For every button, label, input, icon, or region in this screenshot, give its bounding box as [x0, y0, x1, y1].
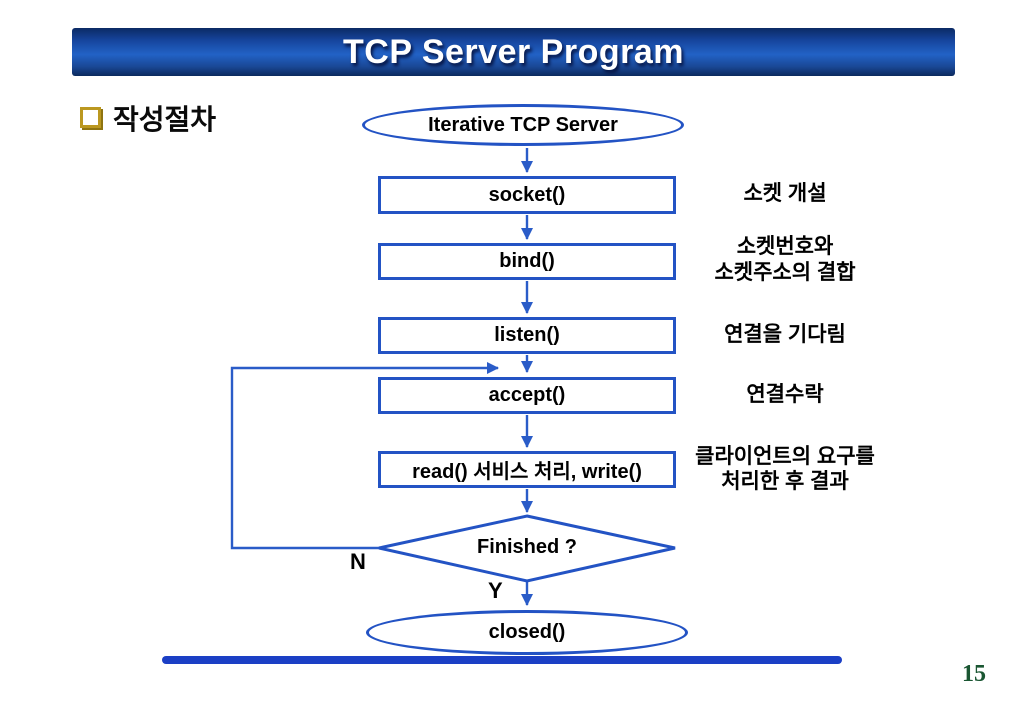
- flow-node-accept-label: accept(): [488, 384, 566, 406]
- decision-label: Finished ?: [477, 536, 577, 558]
- page-number: 15: [962, 661, 986, 687]
- annotation-socket: 소켓 개설: [640, 181, 930, 207]
- flow-node-end-label: closed(): [488, 621, 566, 643]
- flow-node-bind-label: bind(): [499, 250, 555, 272]
- flow-node-socket-label: socket(): [488, 183, 566, 206]
- branch-label-yes: Y: [488, 578, 503, 603]
- annotation-accept: 연결수락: [640, 382, 930, 408]
- checkbox-bullet-icon: [80, 107, 101, 128]
- annotation-bind: 소켓번호와 소켓주소의 결합: [640, 234, 930, 286]
- annotation-listen: 연결을 기다림: [640, 322, 930, 348]
- flow-node-bind: bind(): [378, 243, 676, 280]
- flow-node-start: Iterative TCP Server: [362, 104, 684, 146]
- flow-node-accept: accept(): [378, 377, 676, 414]
- annotation-listen-line1: 연결을 기다림: [724, 323, 846, 346]
- slide-title: TCP Server Program: [343, 32, 684, 71]
- annotation-accept-line1: 연결수락: [746, 383, 824, 406]
- annotation-bind-line1: 소켓번호와: [736, 235, 834, 258]
- section-heading: 작성절차: [113, 104, 217, 135]
- flow-node-end: closed(): [366, 610, 688, 655]
- flow-node-socket: socket(): [378, 176, 676, 214]
- annotation-read-write: 클라이언트의 요구를 처리한 후 결과: [640, 444, 930, 494]
- annotation-bind-line2: 소켓주소의 결합: [714, 261, 856, 284]
- flow-node-start-label: Iterative TCP Server: [428, 113, 618, 136]
- footer-divider-line: [162, 656, 842, 664]
- flow-node-listen-label: listen(): [494, 324, 560, 346]
- title-bar: TCP Server Program: [72, 28, 955, 76]
- annotation-read-write-line2: 처리한 후 결과: [721, 470, 849, 493]
- flow-node-listen: listen(): [378, 317, 676, 354]
- annotation-read-write-line1: 클라이언트의 요구를: [695, 445, 875, 468]
- flow-node-read-write: read() 서비스 처리, write(): [378, 451, 676, 488]
- annotation-socket-line1: 소켓 개설: [743, 182, 827, 205]
- flow-node-read-write-label: read() 서비스 처리, write(): [412, 461, 642, 483]
- branch-label-no: N: [350, 549, 366, 574]
